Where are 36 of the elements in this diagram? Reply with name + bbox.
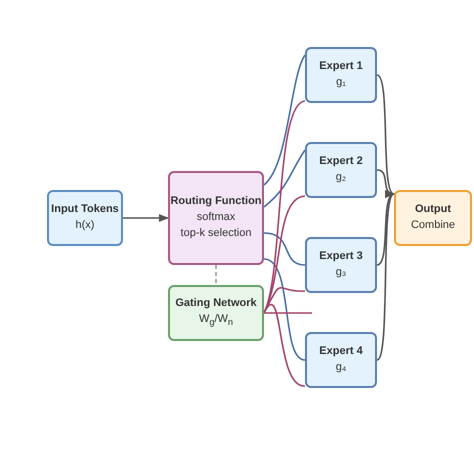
routing-box: [168, 171, 264, 265]
node-subtitle: g₃: [336, 265, 346, 280]
expert-box: [305, 332, 377, 388]
node-title: Output: [414, 202, 452, 218]
node-subtitle: g₂: [336, 170, 346, 185]
arrow: [376, 74, 395, 195]
expert-box: [305, 142, 377, 198]
arrow: [123, 214, 169, 222]
input-box: [47, 190, 123, 246]
connector-line: [215, 265, 217, 285]
connector-line: [264, 232, 306, 266]
node-title: Expert 3: [319, 249, 363, 264]
node-subtitle: top-k selection: [180, 226, 252, 241]
node-title: Gating Network: [175, 296, 257, 312]
node-subtitle: Combine: [410, 218, 456, 233]
gating-box: [168, 285, 264, 341]
expert-box: [305, 47, 377, 103]
node-title: Routing Function: [170, 194, 262, 210]
node-title: Input Tokens: [51, 202, 119, 218]
node-subtitle: g₁: [336, 75, 346, 90]
connector-line: [263, 287, 306, 314]
connector-line: [263, 150, 306, 208]
node-title: Expert 4: [319, 344, 363, 360]
node-subtitle: g₄: [336, 360, 346, 375]
connector-line: [263, 54, 306, 186]
output-box: [394, 190, 472, 246]
node-title: Expert 1: [319, 59, 363, 74]
node-title: Expert 2: [319, 154, 363, 170]
connector-line: [264, 312, 312, 314]
expert-box: [305, 237, 377, 293]
connector-line: [264, 258, 306, 361]
arrow: [376, 193, 395, 361]
node-subtitle: softmax: [196, 210, 236, 226]
node-subtitle: W$_{g}$/W$_{n}$: [198, 312, 234, 330]
connector-line: [263, 304, 306, 387]
node-subtitle: h(x): [76, 218, 94, 233]
